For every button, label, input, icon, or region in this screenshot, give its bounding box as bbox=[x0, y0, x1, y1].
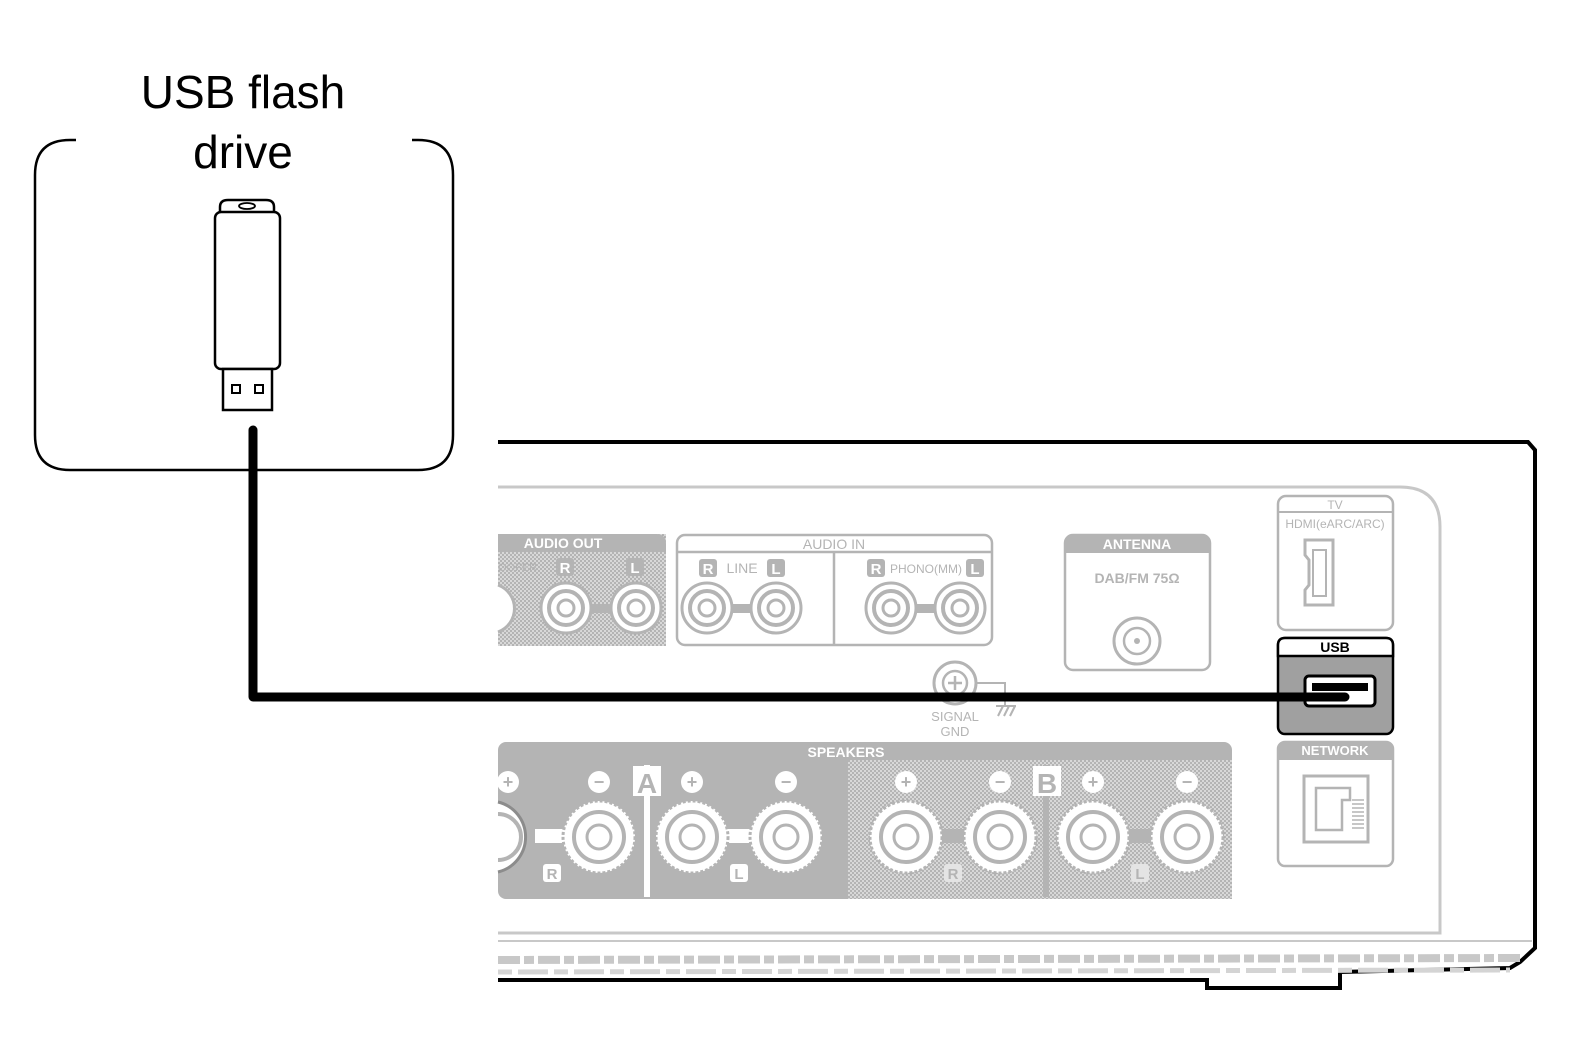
line-r-badge: R bbox=[703, 561, 714, 578]
zone-a-label: A bbox=[637, 768, 657, 799]
usb-flash-drive-icon bbox=[213, 198, 282, 412]
receiver-rear-panel: AUDIO OUT OOFER R L AUDIO IN bbox=[497, 440, 1537, 990]
speaker-terminal-a-l-minus bbox=[748, 799, 824, 875]
network-label: NETWORK bbox=[1301, 743, 1369, 758]
rca-jack-phono-r bbox=[864, 581, 918, 635]
svg-text:+: + bbox=[1088, 772, 1099, 792]
speaker-terminal-a-r-plus bbox=[497, 800, 528, 874]
ground-symbol-icon bbox=[996, 705, 1016, 717]
speaker-a-l-badge: L bbox=[734, 866, 743, 883]
usb-connection-cable bbox=[248, 425, 1350, 702]
speakers-section: SPEAKERS A B + − + − + − + − bbox=[497, 742, 1232, 899]
svg-text:+: + bbox=[901, 772, 912, 792]
speaker-a-r-badge: R bbox=[547, 866, 558, 883]
speaker-b-l-badge: L bbox=[1135, 866, 1144, 883]
speaker-terminal-b-r-plus bbox=[868, 799, 944, 875]
rca-jack-line-l bbox=[749, 581, 803, 635]
speaker-terminal-b-l-minus bbox=[1149, 799, 1225, 875]
antenna-section: ANTENNA DAB/FM 75Ω bbox=[1063, 533, 1212, 672]
network-section: NETWORK bbox=[1276, 740, 1395, 868]
svg-text:+: + bbox=[503, 772, 514, 792]
svg-text:−: − bbox=[1182, 772, 1193, 792]
usb-label: USB bbox=[1320, 639, 1350, 655]
speaker-terminal-a-r-minus bbox=[561, 799, 637, 875]
audio-out-section: AUDIO OUT OOFER R L bbox=[497, 534, 666, 646]
phono-l-badge: L bbox=[970, 561, 979, 578]
svg-text:−: − bbox=[594, 772, 605, 792]
zone-b-label: B bbox=[1037, 768, 1057, 799]
callout-title-line2: drive bbox=[193, 126, 293, 178]
hdmi-label: HDMI(eARC/ARC) bbox=[1285, 517, 1384, 531]
speaker-terminal-b-l-plus bbox=[1055, 799, 1131, 875]
audio-in-section: AUDIO IN R LINE L R PHONO(MM) L bbox=[675, 533, 994, 647]
phono-r-badge: R bbox=[871, 561, 882, 578]
callout-title-line1: USB flash bbox=[141, 66, 346, 118]
svg-text:+: + bbox=[687, 772, 698, 792]
ethernet-port-icon bbox=[1302, 774, 1370, 844]
rca-jack-line-r bbox=[680, 581, 734, 635]
line-l-badge: L bbox=[771, 561, 780, 578]
rca-jack-audio-out-r bbox=[539, 581, 593, 635]
audio-out-r-badge: R bbox=[560, 560, 571, 577]
gnd-label: GND bbox=[941, 724, 970, 739]
line-label: LINE bbox=[726, 560, 757, 576]
audio-in-label: AUDIO IN bbox=[803, 536, 865, 552]
svg-text:−: − bbox=[995, 772, 1006, 792]
rca-jack-audio-out-l bbox=[609, 581, 663, 635]
svg-text:−: − bbox=[781, 772, 792, 792]
usb-port-section: USB bbox=[1276, 636, 1395, 736]
speaker-terminal-b-r-minus bbox=[962, 799, 1038, 875]
antenna-label: ANTENNA bbox=[1103, 536, 1171, 552]
antenna-jack-icon bbox=[1112, 616, 1162, 666]
usb-drive-callout: USB flash drive bbox=[33, 66, 455, 472]
subwoofer-label: OOFER bbox=[498, 562, 537, 574]
polarity-symbols: + − + − + − + − bbox=[497, 771, 1198, 793]
hdmi-port-icon bbox=[1303, 538, 1335, 607]
audio-out-l-badge: L bbox=[630, 560, 639, 577]
rca-jack-phono-l bbox=[933, 581, 987, 635]
phono-label: PHONO(MM) bbox=[890, 562, 962, 576]
hdmi-section: TV HDMI(eARC/ARC) bbox=[1276, 494, 1395, 632]
speaker-b-r-badge: R bbox=[948, 866, 959, 883]
signal-label: SIGNAL bbox=[931, 709, 979, 724]
speaker-terminal-a-l-plus bbox=[654, 799, 730, 875]
tv-label: TV bbox=[1327, 498, 1342, 512]
audio-out-label: AUDIO OUT bbox=[524, 535, 603, 551]
antenna-sub-label: DAB/FM 75Ω bbox=[1094, 570, 1179, 586]
speakers-label: SPEAKERS bbox=[807, 744, 884, 760]
